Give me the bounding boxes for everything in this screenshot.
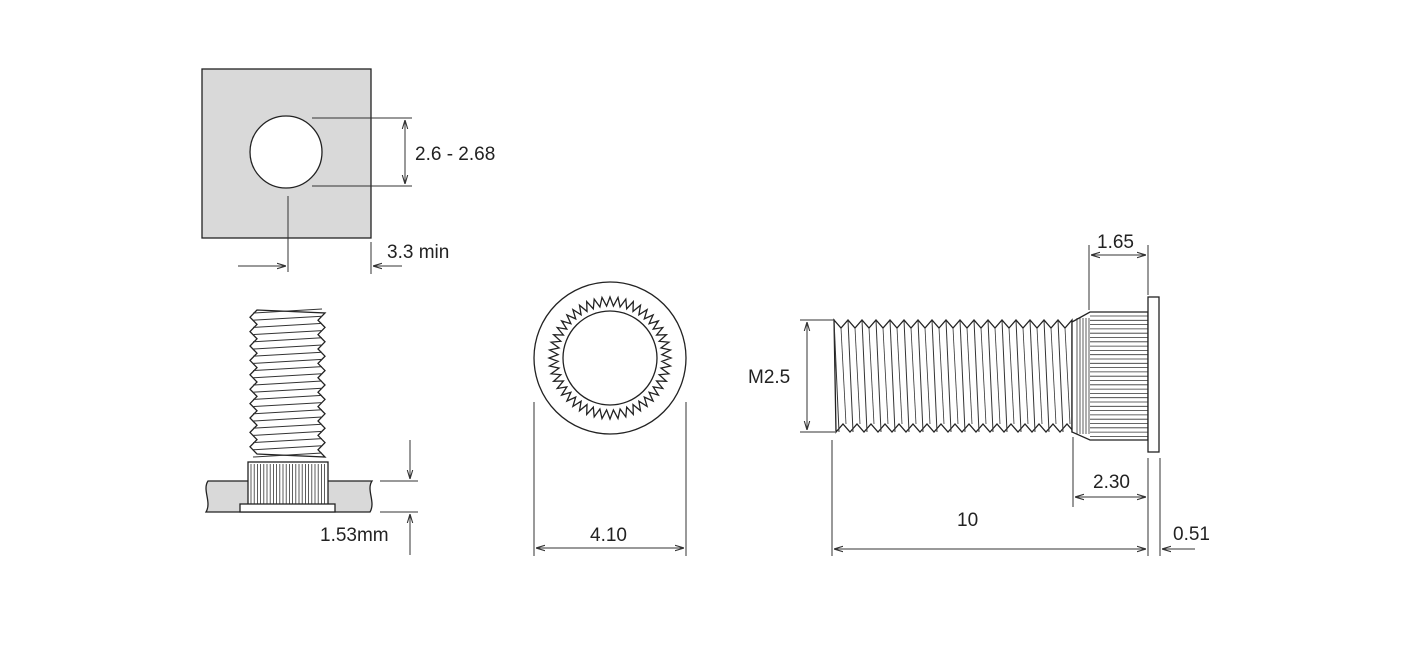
side-thread [249,308,327,458]
knurl-length-label: 1.65 [1097,232,1134,253]
panel-top-view: 2.6 - 2.68 3.3 min [201,68,495,274]
head-thickness-label: 0.51 [1173,524,1210,545]
profile-flange [1147,296,1160,453]
side-knurl [247,461,329,507]
mounting-hole [249,115,323,189]
edge-distance-label: 3.3 min [387,242,449,263]
head-end-view: 4.10 [533,281,687,556]
total-length-label: 10 [957,510,978,531]
shank-length-label: 2.30 [1093,472,1130,493]
hole-diameter-label: 2.6 - 2.68 [415,144,495,165]
thread-size-label: M2.5 [748,367,790,388]
side-flange [239,503,336,513]
bore-circle [562,310,658,406]
installed-side-view: 1.53mm [204,308,418,555]
head-diameter-label: 4.10 [590,525,627,546]
panel-thickness-label: 1.53mm [320,525,389,546]
profile-thread [833,318,1076,434]
profile-view: M2.5 1.65 2.30 10 0.51 [748,232,1210,556]
